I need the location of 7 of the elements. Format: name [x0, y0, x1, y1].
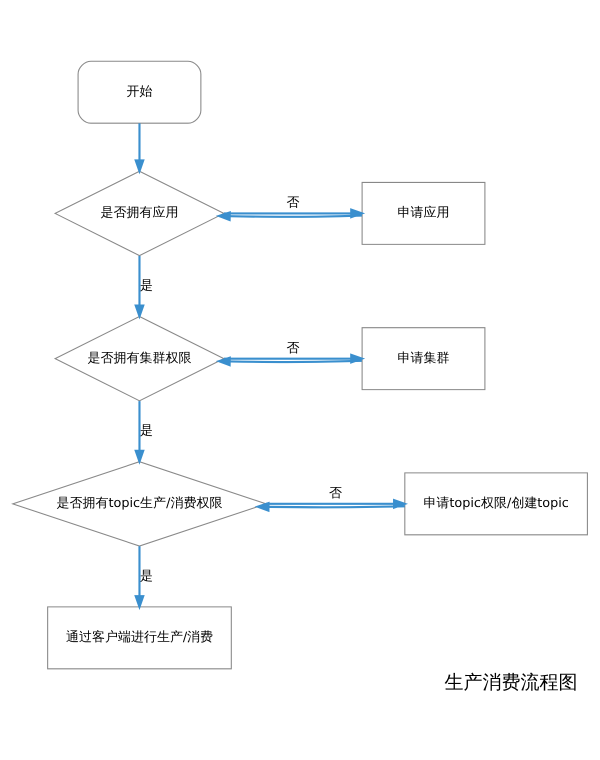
edge-label: 否 — [329, 486, 342, 502]
edge-label: 是 — [140, 278, 153, 294]
edge-label: 是 — [140, 424, 153, 439]
caption: 生产消费流程图 — [444, 670, 578, 694]
edge-label: 否 — [286, 196, 300, 211]
edge-label: 是 — [140, 568, 153, 584]
edge-label: 否 — [286, 340, 300, 356]
